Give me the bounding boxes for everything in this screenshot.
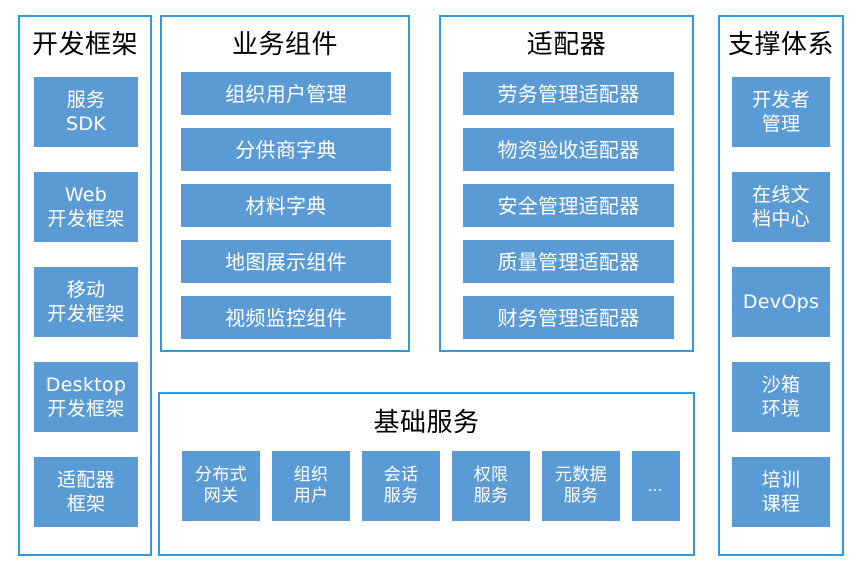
box-support-system-0[interactable]: 开发者 管理 (732, 77, 830, 147)
box-business-components-4[interactable]: 视频监控组件 (181, 296, 391, 339)
box-label: 劳务管理适配器 (497, 81, 640, 106)
box-base-services-more[interactable]: … (632, 451, 680, 521)
box-label: 移动 开发框架 (47, 279, 125, 325)
box-adapters-4[interactable]: 财务管理适配器 (463, 296, 674, 339)
box-business-components-1[interactable]: 分供商字典 (181, 128, 391, 171)
box-support-system-3[interactable]: 沙箱 环境 (732, 362, 830, 432)
panel-title-base-services: 基础服务 (373, 408, 480, 438)
box-support-system-1[interactable]: 在线文 档中心 (732, 172, 830, 242)
box-support-system-2[interactable]: DevOps (732, 267, 830, 337)
box-dev-framework-4[interactable]: 适配器 框架 (34, 457, 138, 527)
box-adapters-2[interactable]: 安全管理适配器 (463, 184, 674, 227)
box-label: 质量管理适配器 (497, 249, 640, 274)
panel-support-system: 支撑体系 开发者 管理 在线文 档中心 DevOps 沙箱 环境 培训 课程 (718, 15, 844, 556)
box-label: 会话 服务 (383, 465, 419, 506)
box-label: 沙箱 环境 (761, 374, 801, 420)
box-label: 地图展示组件 (225, 249, 347, 274)
box-label: … (647, 476, 665, 495)
box-label: Desktop 开发框架 (45, 374, 127, 420)
box-label: 元数据 服务 (555, 465, 607, 506)
box-label: 材料字典 (245, 193, 327, 218)
panel-title-adapters: 适配器 (526, 30, 607, 60)
box-adapters-0[interactable]: 劳务管理适配器 (463, 72, 674, 115)
panel-title-business-components: 业务组件 (231, 30, 338, 60)
box-business-components-3[interactable]: 地图展示组件 (181, 240, 391, 283)
box-dev-framework-2[interactable]: 移动 开发框架 (34, 267, 138, 337)
box-label: 权限 服务 (473, 465, 509, 506)
panel-base-services: 基础服务 分布式 网关 组织 用户 会话 服务 权限 服务 元数据 服务 … (158, 392, 695, 556)
box-base-services-3[interactable]: 权限 服务 (452, 451, 530, 521)
box-label: 分布式 网关 (195, 465, 247, 506)
panel-dev-framework: 开发框架 服务 SDK Web 开发框架 移动 开发框架 Desktop 开发框… (18, 15, 152, 556)
box-label: 安全管理适配器 (497, 193, 640, 218)
box-dev-framework-3[interactable]: Desktop 开发框架 (34, 362, 138, 432)
box-label: 分供商字典 (235, 137, 337, 162)
panel-title-dev-framework: 开发框架 (31, 30, 138, 60)
panel-business-components: 业务组件 组织用户管理 分供商字典 材料字典 地图展示组件 视频监控组件 (160, 15, 410, 352)
box-label: 适配器 框架 (57, 469, 115, 515)
box-base-services-4[interactable]: 元数据 服务 (542, 451, 620, 521)
box-adapters-1[interactable]: 物资验收适配器 (463, 128, 674, 171)
panel-title-support-system: 支撑体系 (727, 30, 834, 60)
box-adapters-3[interactable]: 质量管理适配器 (463, 240, 674, 283)
box-dev-framework-1[interactable]: Web 开发框架 (34, 172, 138, 242)
box-label: 服务 SDK (65, 89, 107, 135)
box-label: 开发者 管理 (752, 89, 810, 135)
panel-adapters: 适配器 劳务管理适配器 物资验收适配器 安全管理适配器 质量管理适配器 财务管理… (439, 15, 694, 352)
box-dev-framework-0[interactable]: 服务 SDK (34, 77, 138, 147)
box-label: Web 开发框架 (47, 184, 125, 230)
box-base-services-0[interactable]: 分布式 网关 (182, 451, 260, 521)
box-base-services-1[interactable]: 组织 用户 (272, 451, 350, 521)
box-business-components-0[interactable]: 组织用户管理 (181, 72, 391, 115)
box-base-services-2[interactable]: 会话 服务 (362, 451, 440, 521)
box-label: 组织 用户 (293, 465, 329, 506)
box-support-system-4[interactable]: 培训 课程 (732, 457, 830, 527)
box-label: 视频监控组件 (225, 305, 347, 330)
box-label: 财务管理适配器 (497, 305, 640, 330)
box-label: DevOps (742, 291, 820, 313)
box-business-components-2[interactable]: 材料字典 (181, 184, 391, 227)
box-label: 培训 课程 (761, 469, 801, 515)
box-label: 组织用户管理 (225, 81, 347, 106)
box-label: 在线文 档中心 (752, 184, 810, 230)
box-label: 物资验收适配器 (497, 137, 640, 162)
